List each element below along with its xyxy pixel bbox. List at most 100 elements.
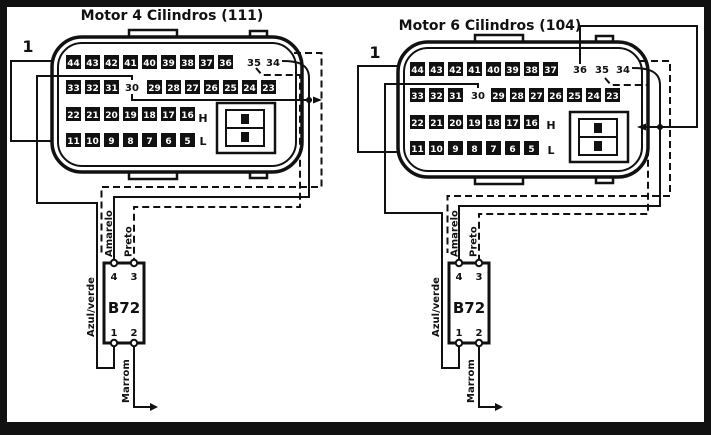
pin-box-29	[491, 88, 506, 102]
ecu-connector-inner-outline	[57, 42, 297, 167]
pin-box-33	[410, 88, 425, 102]
pin-box-19	[467, 115, 482, 129]
pin-number-40: 40	[143, 59, 156, 69]
pin-box-37	[199, 55, 214, 69]
pin-number-21: 21	[430, 119, 443, 129]
pin-box-20	[104, 107, 119, 121]
pin-number-44: 44	[411, 66, 424, 76]
can-high-label: H	[546, 119, 555, 132]
pin-box-27	[529, 88, 544, 102]
pin-number-29: 29	[148, 84, 161, 94]
wire-amarelo-left	[113, 60, 310, 260]
pin-number-21: 21	[86, 111, 99, 121]
pin-number-43: 43	[86, 59, 99, 69]
b72-name: B72	[108, 299, 140, 317]
pin-box-22	[66, 107, 81, 121]
pin-number-22: 22	[67, 111, 80, 121]
connector-1-leader-loop	[357, 65, 399, 153]
pin-number-42: 42	[105, 59, 118, 69]
pin-box-39	[161, 55, 176, 69]
pin-number-29: 29	[492, 92, 505, 102]
pin-number-19: 19	[468, 119, 481, 129]
pin-number-18: 18	[143, 111, 156, 121]
junction-dot-right	[657, 124, 663, 130]
can-low-label: L	[547, 144, 554, 157]
can-high-label: H	[198, 112, 207, 125]
b72-terminals	[109, 258, 139, 348]
connector-number: 1	[369, 43, 380, 62]
pin-box-21	[85, 107, 100, 121]
wire-marrom-right	[478, 346, 495, 408]
wire-pin36-route-right	[579, 25, 698, 128]
pin-box-33	[66, 80, 81, 94]
pin-number-28: 28	[511, 92, 524, 102]
pin-number-10: 10	[430, 145, 443, 155]
pin-number-33: 33	[67, 84, 80, 94]
wire-label-marrom: Marrom	[121, 359, 132, 403]
wire-label-amarelo: Amarelo	[450, 210, 461, 257]
b72-pin-2: 2	[131, 328, 138, 339]
pin-number-23: 23	[262, 84, 275, 94]
b72-pin-3: 3	[476, 272, 483, 283]
pin-number-16: 16	[525, 119, 538, 129]
pin-number-36: 36	[219, 59, 232, 69]
pin-number-19: 19	[124, 111, 137, 121]
b72-pin-1: 1	[111, 328, 118, 339]
can-hl-block: H L	[546, 110, 630, 164]
pin-box-38	[524, 62, 539, 76]
pin-number-39: 39	[506, 66, 519, 76]
pin-box-40	[486, 62, 501, 76]
pin-box-25	[223, 80, 238, 94]
pin-box-28	[510, 88, 525, 102]
pin-number-11: 11	[67, 137, 80, 147]
pin-number-8: 8	[471, 145, 477, 155]
pin-number-28: 28	[167, 84, 180, 94]
pin-number-40: 40	[487, 66, 500, 76]
connector-number: 1	[22, 37, 33, 56]
can-low-label: L	[199, 135, 206, 148]
pin-box-40	[142, 55, 157, 69]
pin-box-6	[161, 133, 176, 147]
pin-box-44	[410, 62, 425, 76]
pin-box-39	[505, 62, 520, 76]
pin-number-32: 32	[430, 92, 443, 102]
pin-number-37: 37	[544, 66, 557, 76]
wire-azul-verde-left	[36, 75, 133, 369]
wire-label-marrom: Marrom	[466, 359, 477, 403]
bottom-bar	[0, 422, 711, 435]
pin-34-label: 34	[266, 58, 280, 69]
pin-number-20: 20	[105, 111, 118, 121]
wire-azul-verde-right	[384, 83, 479, 369]
pin-number-6: 6	[509, 145, 515, 155]
pin-box-41	[467, 62, 482, 76]
arrowhead-pin30-left	[313, 96, 322, 104]
pin-box-26	[548, 88, 563, 102]
pin-box-19	[123, 107, 138, 121]
pin-box-43	[85, 55, 100, 69]
wire-label-azul-verde: Azul/verde	[431, 277, 442, 337]
pin-box-31	[104, 80, 119, 94]
pin-box-27	[185, 80, 200, 94]
pin-box-31	[448, 88, 463, 102]
wire-label-preto: Preto	[124, 226, 135, 257]
pin-box-8	[467, 141, 482, 155]
pin-number-17: 17	[506, 119, 519, 129]
pin-box-23	[261, 80, 276, 94]
pin-box-17	[161, 107, 176, 121]
pin-number-44: 44	[67, 59, 80, 69]
pin-number-10: 10	[86, 137, 99, 147]
wire-amarelo-right	[458, 67, 661, 260]
pin-number-16: 16	[181, 111, 194, 121]
pin-number-11: 11	[411, 145, 424, 155]
pin-number-6: 6	[165, 137, 171, 147]
pin-number-9: 9	[108, 137, 114, 147]
pin-box-26	[204, 80, 219, 94]
pin-box-21	[429, 115, 444, 129]
pin-number-5: 5	[528, 145, 534, 155]
pin-box-38	[180, 55, 195, 69]
pin-36-label: 36	[573, 65, 587, 76]
pin-number-23: 23	[606, 92, 619, 102]
pin-box-28	[166, 80, 181, 94]
pin-number-8: 8	[127, 137, 133, 147]
pin-number-31: 31	[449, 92, 462, 102]
